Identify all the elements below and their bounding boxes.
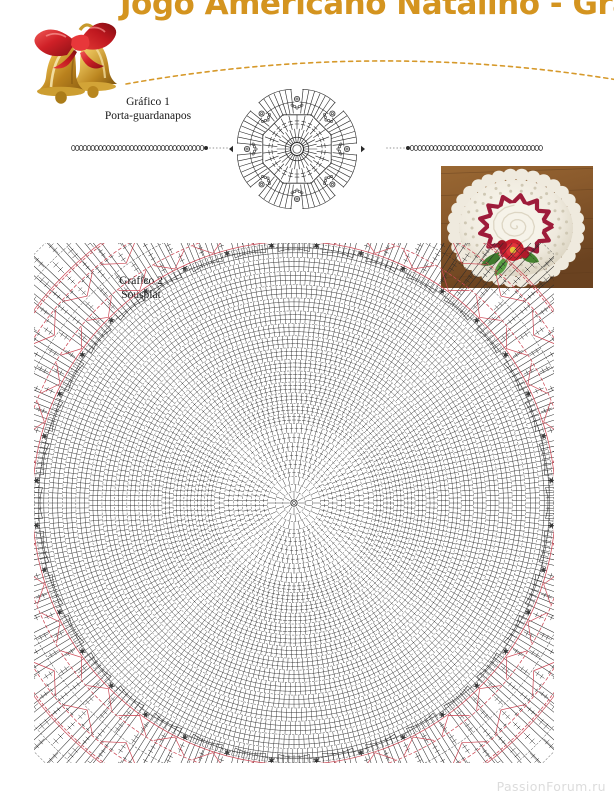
christmas-bells-ornament	[24, 8, 134, 108]
watermark: PassionForum.ru	[496, 779, 606, 794]
graphic2-caption-line1: Gráfico 2	[119, 275, 163, 287]
header-band: Jogo Americano Natalino - Gráficos	[0, 0, 614, 104]
napkin-holder-crochet-chart	[212, 82, 382, 216]
graphic1-caption-line2: Porta-guardanapos	[104, 110, 192, 123]
foundation-chain-left	[46, 141, 228, 155]
foundation-chain-right	[386, 141, 568, 155]
graphic1-caption-line1: Gráfico 1	[126, 96, 170, 108]
sousplat-crochet-chart	[0, 142, 614, 800]
finished-doily-photograph	[441, 166, 593, 288]
graphic1-caption: Gráfico 1 Porta-guardanapos	[88, 95, 208, 123]
page-title: Jogo Americano Natalino - Gráficos	[118, 0, 614, 94]
page-title-text: Jogo Americano Natalino - Gráficos	[118, 0, 614, 22]
